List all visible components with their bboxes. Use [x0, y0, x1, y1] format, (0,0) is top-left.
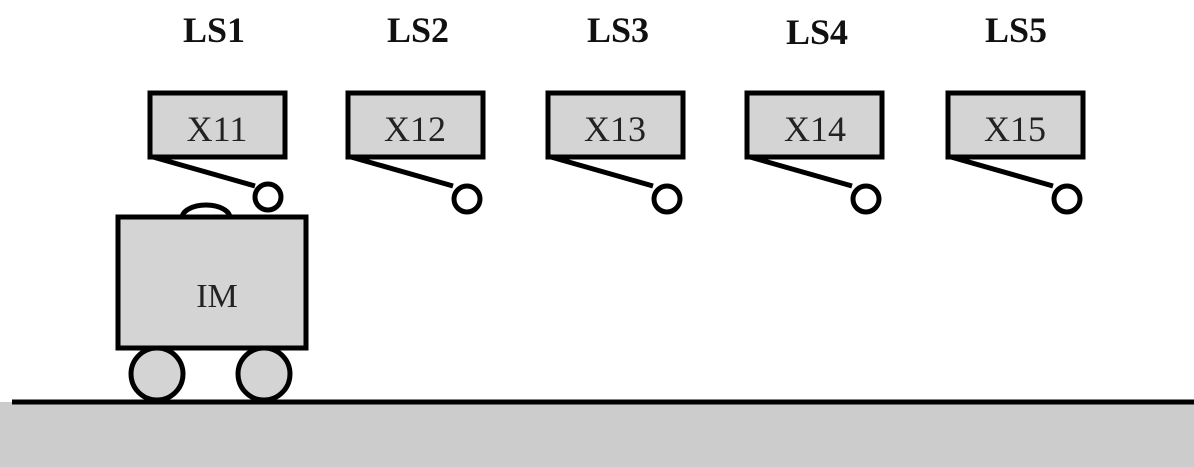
station-wheel-x12 [451, 183, 483, 215]
station-ls2: LS2 X12 [345, 10, 486, 215]
station-arm-x15 [950, 154, 1054, 189]
station-ls4: LS4 X14 [744, 12, 885, 215]
im-vehicle: IM [115, 202, 309, 403]
station-box-x12 [345, 90, 486, 160]
station-label-ls4: LS4 [786, 12, 848, 52]
station-label-ls2: LS2 [387, 10, 449, 50]
station-arm-x14 [749, 154, 853, 189]
station-wheel-x11 [252, 181, 284, 213]
station-box-x15 [945, 90, 1086, 160]
im-wheel-right [235, 345, 293, 403]
im-label: IM [196, 278, 238, 315]
station-label-ls1: LS1 [183, 10, 245, 50]
station-box-x14 [744, 90, 885, 160]
im-wheel-left [128, 345, 186, 403]
station-ls5: LS5 X15 [945, 10, 1086, 215]
station-box-x13 [545, 90, 686, 160]
ground [0, 402, 1194, 467]
station-wheel-x13 [651, 183, 683, 215]
im-body [115, 214, 309, 351]
station-ls1: LS1 X11 [147, 10, 288, 213]
station-wheel-x15 [1051, 183, 1083, 215]
station-label-ls5: LS5 [985, 10, 1047, 50]
station-box-label-x14: X14 [784, 109, 846, 149]
station-box-label-x11: X11 [187, 109, 248, 149]
station-ls3: LS3 X13 [545, 10, 686, 215]
station-box-label-x12: X12 [384, 109, 446, 149]
station-arm-x13 [550, 154, 654, 189]
station-arm-x11 [152, 154, 256, 189]
station-label-ls3: LS3 [587, 10, 649, 50]
station-arm-x12 [350, 154, 454, 189]
station-box-label-x15: X15 [984, 109, 1046, 149]
station-box-label-x13: X13 [584, 109, 646, 149]
station-box-x11 [147, 90, 288, 160]
station-wheel-x14 [850, 183, 882, 215]
